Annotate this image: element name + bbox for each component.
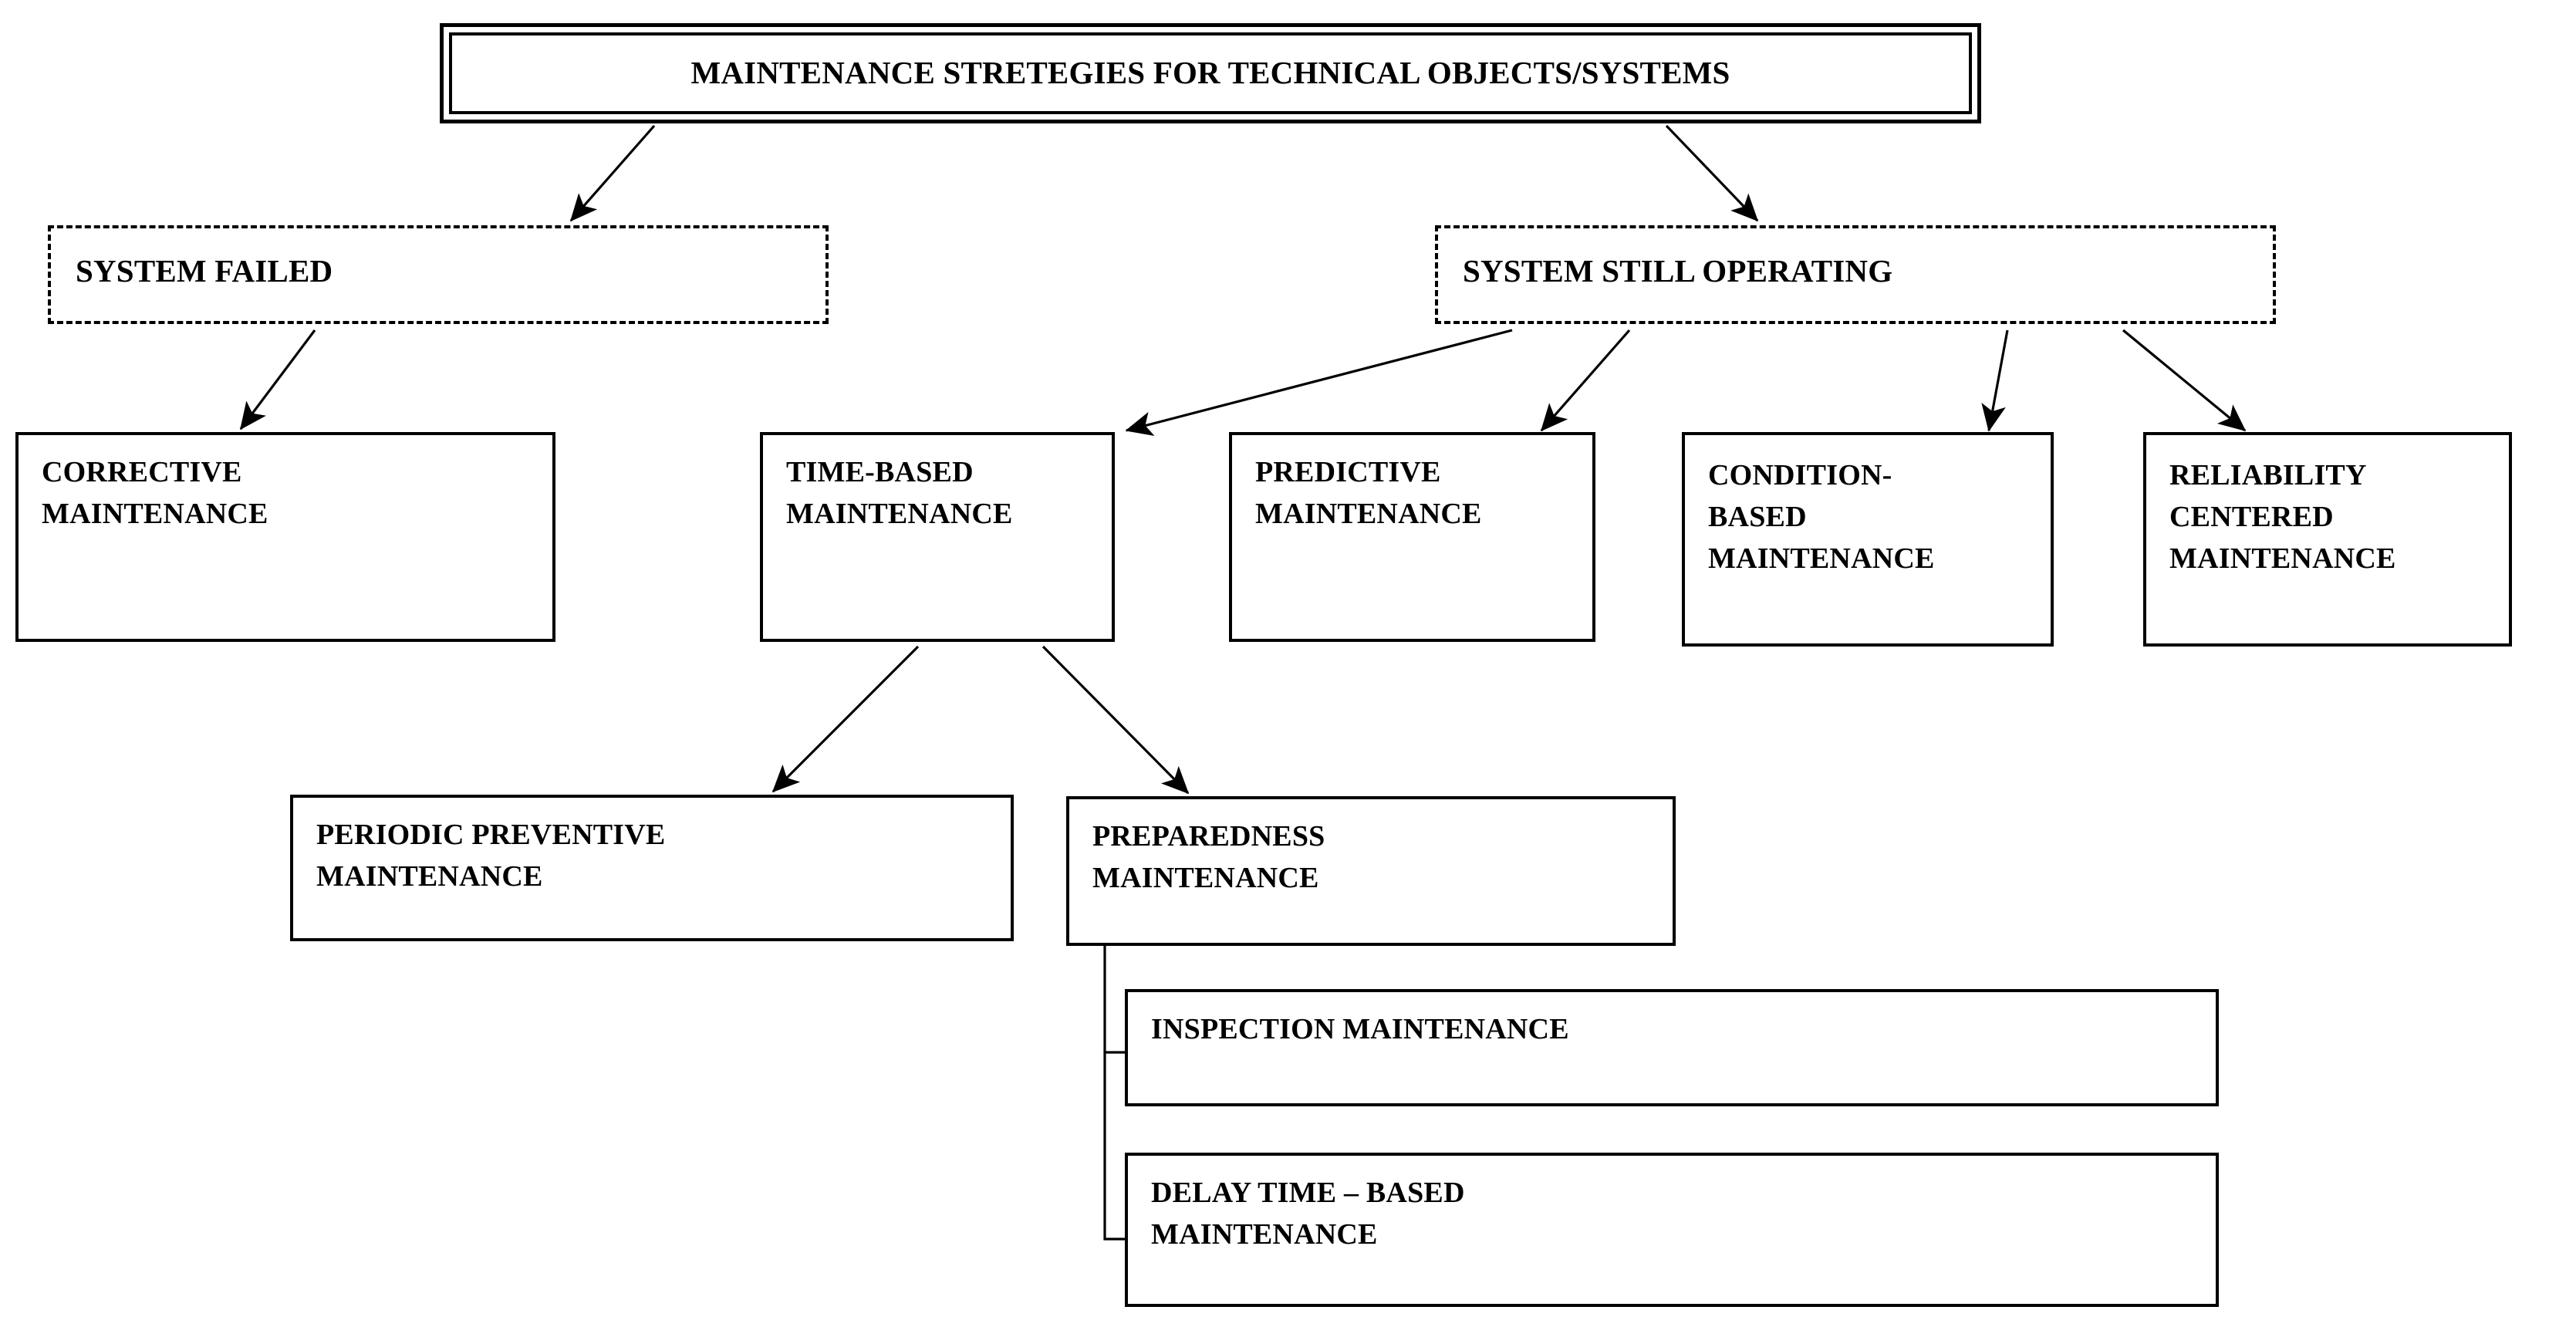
edge-system-operating-to-time-based bbox=[1125, 329, 1513, 437]
node-periodic-preventive-maintenance: PERIODIC PREVENTIVE MAINTENANCE bbox=[290, 795, 1014, 941]
edge-preparedness-to-delay-time-based bbox=[1103, 1052, 1125, 1241]
node-inspection-maintenance: INSPECTION MAINTENANCE bbox=[1125, 989, 2219, 1106]
edge-root-to-system-failed bbox=[569, 124, 656, 222]
node-predictive-maintenance-label: PREDICTIVE MAINTENANCE bbox=[1255, 456, 1482, 530]
node-inspection-maintenance-label: INSPECTION MAINTENANCE bbox=[1151, 1013, 1569, 1045]
node-root-label: MAINTENANCE STRETEGIES FOR TECHNICAL OBJ… bbox=[690, 54, 1730, 90]
node-root: MAINTENANCE STRETEGIES FOR TECHNICAL OBJ… bbox=[440, 23, 1981, 123]
edge-root-to-system-operating bbox=[1665, 124, 1759, 222]
node-periodic-preventive-maintenance-label: PERIODIC PREVENTIVE MAINTENANCE bbox=[316, 819, 666, 893]
node-time-based-maintenance-label: TIME-BASED MAINTENANCE bbox=[786, 456, 1013, 530]
node-system-still-operating: SYSTEM STILL OPERATING bbox=[1435, 225, 2276, 324]
node-system-failed-label: SYSTEM FAILED bbox=[76, 253, 333, 289]
root-inner-frame: MAINTENANCE STRETEGIES FOR TECHNICAL OBJ… bbox=[449, 32, 1972, 114]
node-predictive-maintenance: PREDICTIVE MAINTENANCE bbox=[1229, 432, 1595, 642]
node-system-failed: SYSTEM FAILED bbox=[48, 225, 829, 324]
edge-time-based-to-periodic-preventive bbox=[771, 645, 920, 793]
node-condition-based-maintenance-label: CONDITION- BASED MAINTENANCE bbox=[1708, 459, 1935, 575]
edge-system-failed-to-corrective bbox=[239, 329, 316, 431]
node-time-based-maintenance: TIME-BASED MAINTENANCE bbox=[760, 432, 1115, 642]
node-corrective-maintenance-label: CORRECTIVE MAINTENANCE bbox=[42, 456, 268, 530]
edge-system-operating-to-condition-based bbox=[1981, 329, 2009, 432]
node-reliability-centered-maintenance-label: RELIABILITY CENTERED MAINTENANCE bbox=[2169, 459, 2396, 575]
node-delay-time-based-maintenance: DELAY TIME – BASED MAINTENANCE bbox=[1125, 1153, 2219, 1307]
node-preparedness-maintenance-label: PREPAREDNESS MAINTENANCE bbox=[1092, 820, 1325, 894]
edge-system-operating-to-reliability-centered bbox=[2122, 329, 2247, 432]
node-reliability-centered-maintenance: RELIABILITY CENTERED MAINTENANCE bbox=[2143, 432, 2512, 647]
node-condition-based-maintenance: CONDITION- BASED MAINTENANCE bbox=[1682, 432, 2054, 647]
node-preparedness-maintenance: PREPAREDNESS MAINTENANCE bbox=[1066, 796, 1676, 946]
edge-time-based-to-preparedness bbox=[1042, 645, 1190, 795]
node-delay-time-based-maintenance-label: DELAY TIME – BASED MAINTENANCE bbox=[1151, 1177, 1465, 1251]
node-system-still-operating-label: SYSTEM STILL OPERATING bbox=[1463, 253, 1893, 289]
edge-system-operating-to-predictive bbox=[1540, 329, 1631, 432]
edge-preparedness-to-inspection bbox=[1103, 946, 1125, 1054]
node-corrective-maintenance: CORRECTIVE MAINTENANCE bbox=[15, 432, 555, 642]
